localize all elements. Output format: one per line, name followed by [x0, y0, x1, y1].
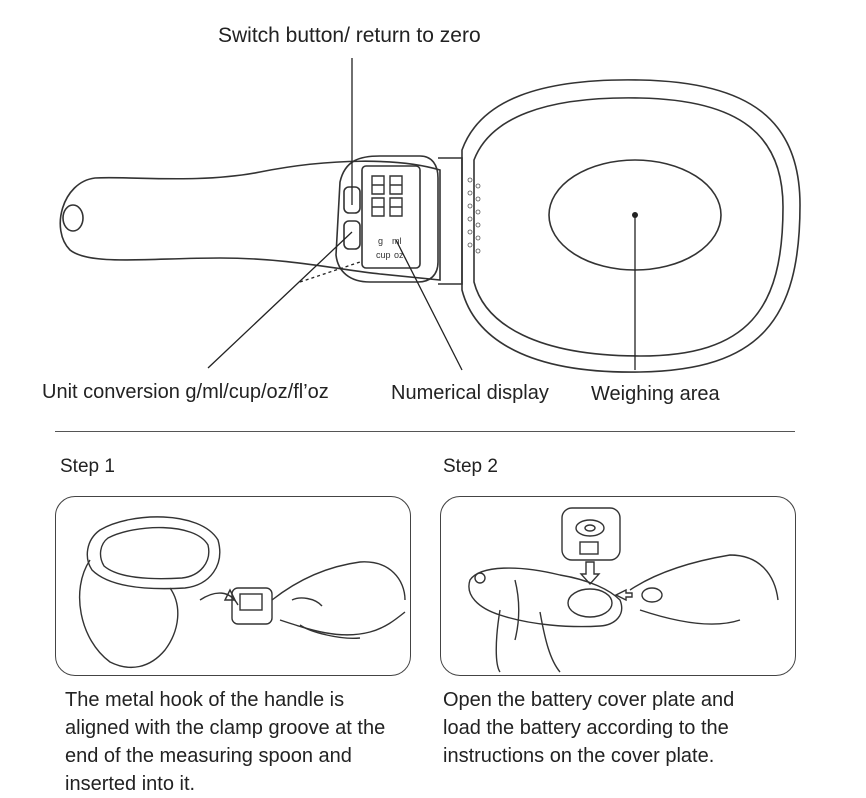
step-1-panel [55, 496, 411, 676]
step-2-caption-line: Open the battery cover plate and [443, 689, 735, 711]
step1-illustration [78, 516, 406, 669]
display-unit-cup: cup [376, 250, 391, 260]
label-weighing-area: Weighing area [591, 383, 720, 405]
spoon-handle [59, 160, 441, 281]
spoon-bowl-inner [473, 97, 784, 357]
step-1-caption-line: end of the measuring spoon and [65, 745, 352, 767]
display-window [361, 165, 421, 269]
leader-unit [207, 231, 353, 369]
label-unit-conversion: Unit conversion g/ml/cup/oz/fl’oz [42, 381, 329, 403]
step-1-title: Step 1 [60, 456, 115, 477]
step-2-caption-line: load the battery according to the [443, 717, 729, 739]
step-2-caption: Open the battery cover plate and load th… [443, 686, 803, 770]
display-housing [335, 155, 439, 283]
step-1-caption-line: aligned with the clamp groove at the [65, 717, 386, 739]
step-1-caption-line: The metal hook of the handle is [65, 689, 345, 711]
step2-illustration [468, 507, 779, 673]
leader-display [395, 239, 463, 371]
label-numerical-display: Numerical display [391, 382, 549, 404]
unit-button [343, 220, 361, 250]
display-unit-oz: oz [394, 250, 404, 260]
step-2-panel [440, 496, 796, 676]
step-1-caption: The metal hook of the handle is aligned … [65, 686, 425, 798]
display-unit-g: g [378, 236, 383, 246]
step-2-caption-line: instructions on the cover plate. [443, 745, 715, 767]
step-2-title: Step 2 [443, 456, 498, 477]
hanging-hole [62, 204, 84, 232]
section-divider [55, 431, 795, 432]
spoon-bowl-outer [461, 79, 801, 373]
label-switch-button: Switch button/ return to zero [218, 24, 481, 47]
step-1-caption-line: inserted into it. [65, 773, 196, 795]
spoon-neck [438, 157, 463, 285]
